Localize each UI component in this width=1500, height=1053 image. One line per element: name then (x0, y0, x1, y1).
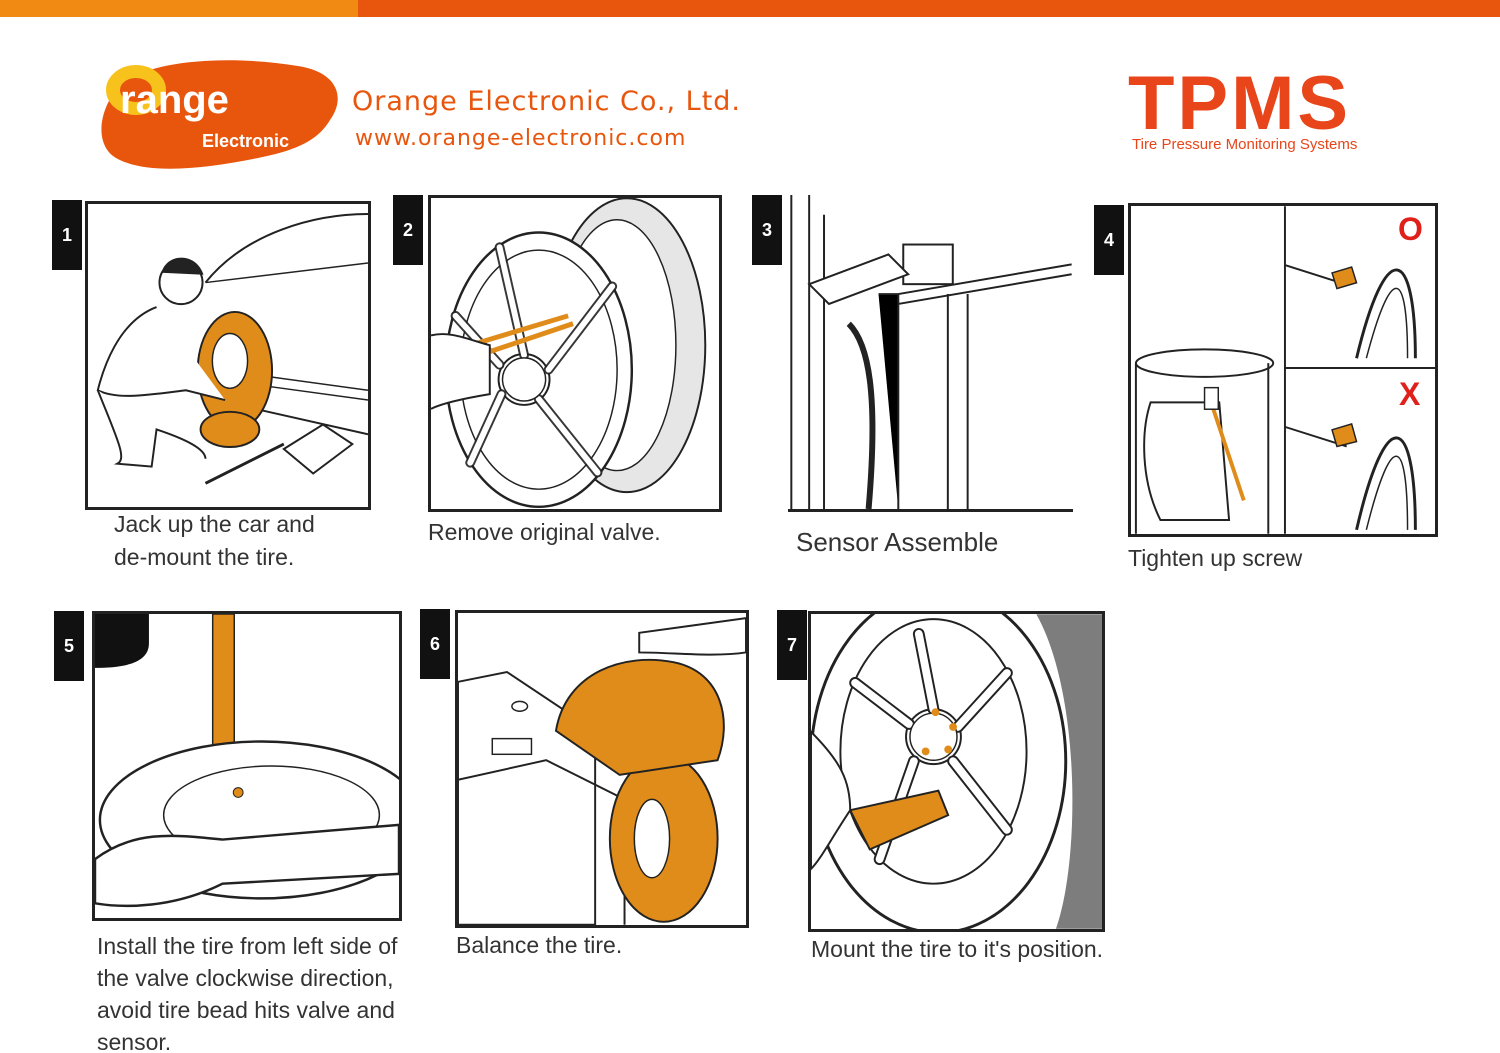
step-5-caption-line: avoid tire bead hits valve and (97, 997, 395, 1023)
step-4-caption-line: Tighten up screw (1128, 545, 1303, 571)
step-3-caption-line: Sensor Assemble (796, 527, 999, 557)
step-2-illustration (428, 195, 722, 512)
step-2-caption: Remove original valve. (428, 516, 661, 549)
step-7-illustration (808, 611, 1105, 932)
step-7-drawing (811, 614, 1102, 929)
step-1-drawing (96, 213, 368, 485)
step-4-illustration: O X (1128, 203, 1438, 537)
step-5-caption: Install the tire from left side of the v… (97, 930, 397, 1053)
step-7-caption: Mount the tire to it's position. (811, 933, 1103, 966)
step-1-caption: Jack up the car and de-mount the tire. (114, 508, 315, 574)
step-3-badge: 3 (752, 195, 782, 265)
step-3-illustration (788, 195, 1073, 512)
step-4-caption: Tighten up screw (1128, 542, 1302, 575)
step-6-caption-line: Balance the tire. (456, 932, 623, 958)
step-1-caption-line: de-mount the tire. (114, 544, 295, 570)
tpms-subtitle: Tire Pressure Monitoring Systems (1132, 136, 1358, 153)
step-2-badge: 2 (393, 195, 423, 265)
tpms-title: TPMS (1128, 61, 1352, 146)
correct-mark-icon: O (1398, 211, 1423, 247)
step-6-drawing (458, 617, 746, 925)
step-3-drawing (790, 195, 1072, 509)
step-2-caption-line: Remove original valve. (428, 519, 661, 545)
step-2-drawing (431, 198, 707, 509)
step-5-badge: 5 (54, 611, 84, 681)
step-7-caption-line: Mount the tire to it's position. (811, 936, 1104, 962)
top-accent-bar-light (0, 0, 358, 17)
step-6-caption: Balance the tire. (456, 929, 622, 962)
step-4-badge: 4 (1094, 205, 1124, 275)
company-name: Orange Electronic Co., Ltd. (352, 86, 742, 117)
step-1-caption-line: Jack up the car and (114, 511, 315, 537)
step-5-caption-line: Install the tire from left side of (97, 933, 398, 959)
step-5-drawing (95, 614, 399, 908)
step-6-illustration (455, 610, 749, 928)
step-4-drawing (1134, 206, 1435, 534)
logo-subtitle: Electronic (202, 131, 290, 151)
step-7-badge: 7 (777, 610, 807, 680)
step-5-caption-line: the valve clockwise direction, (97, 965, 394, 991)
step-3-caption: Sensor Assemble (796, 526, 998, 559)
step-6-badge: 6 (420, 609, 450, 679)
company-website: www.orange-electronic.com (355, 126, 687, 151)
top-accent-bar (0, 0, 1500, 17)
step-1-badge: 1 (52, 200, 82, 270)
step-1-illustration (85, 201, 371, 510)
logo-wordmark: range (120, 78, 229, 122)
orange-electronic-logo (101, 60, 338, 169)
wrong-mark-icon: X (1399, 376, 1421, 412)
step-5-illustration (92, 611, 402, 921)
step-5-caption-line: sensor. (97, 1029, 172, 1053)
